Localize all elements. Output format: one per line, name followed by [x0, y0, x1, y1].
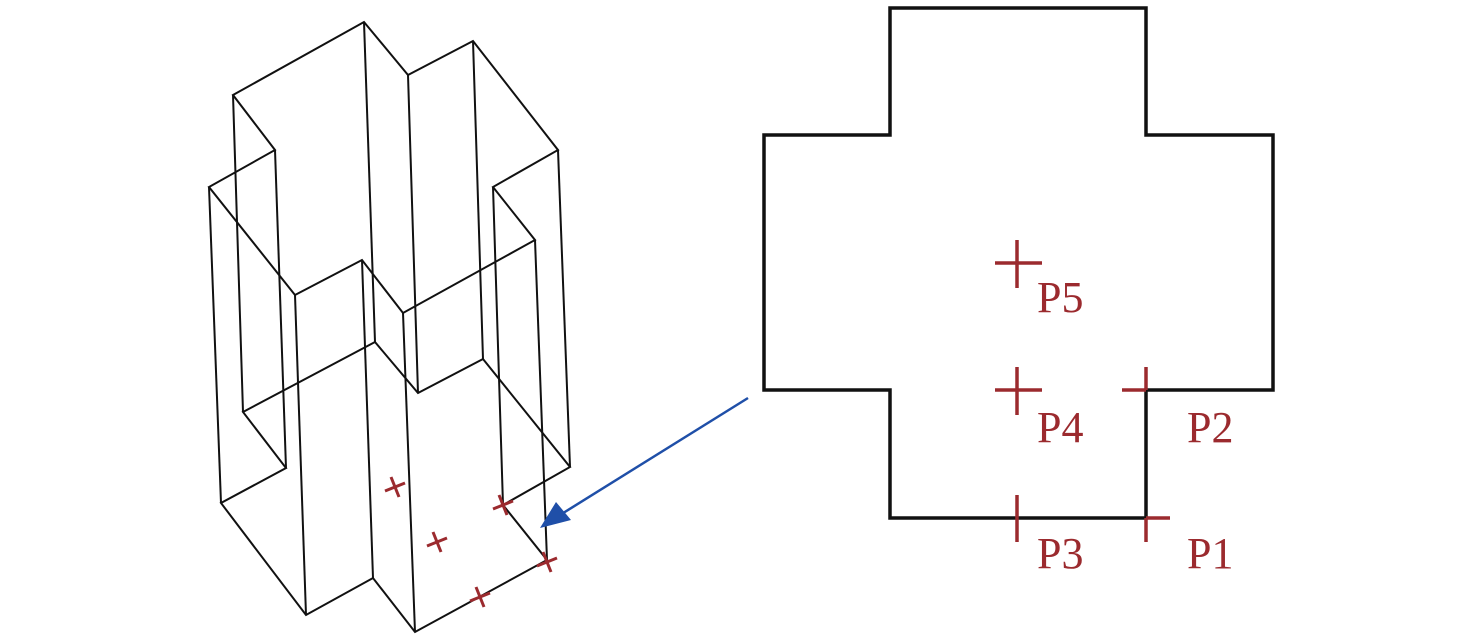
point-marker — [426, 531, 448, 553]
vertical-edge — [232, 94, 244, 413]
marker-p4 — [995, 367, 1042, 415]
vertical-edge — [208, 186, 222, 504]
point-marker — [469, 586, 491, 608]
vertical-edge — [361, 259, 374, 579]
marker-p2 — [1122, 367, 1148, 392]
3d-measurement-points — [384, 476, 558, 608]
label-p5: P5 — [1037, 273, 1083, 322]
vertical-edge — [274, 149, 287, 469]
vertical-edge — [402, 312, 416, 633]
label-p1: P1 — [1187, 529, 1233, 578]
vertical-edge — [557, 149, 571, 468]
pointer-arrow — [540, 396, 749, 528]
label-p3: P3 — [1037, 529, 1083, 578]
marker-p5 — [995, 240, 1042, 288]
vertical-edge — [407, 74, 419, 394]
label-p2: P2 — [1187, 403, 1233, 452]
vertical-edge — [492, 186, 504, 506]
point-marker — [492, 494, 514, 516]
section-markers — [995, 240, 1170, 542]
label-p4: P4 — [1037, 403, 1083, 452]
vertical-edge — [534, 239, 548, 561]
vertical-edge — [472, 40, 484, 360]
marker-p1 — [1144, 516, 1170, 542]
point-marker — [536, 551, 558, 573]
vertical-edge — [294, 294, 307, 616]
3d-cross-column-wireframe — [207, 20, 572, 634]
vertical-edge — [363, 21, 376, 343]
point-marker — [384, 476, 406, 498]
top-outline — [207, 20, 560, 315]
